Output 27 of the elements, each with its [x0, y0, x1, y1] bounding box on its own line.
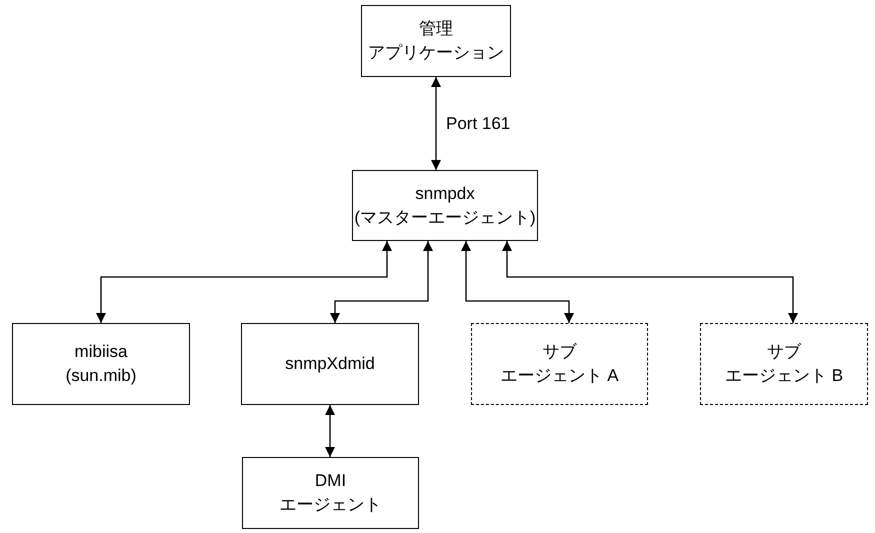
connector-arrow — [96, 241, 392, 323]
node-text: (sun.mib) — [66, 365, 136, 387]
process-box — [12, 323, 190, 405]
node-text: サブ — [542, 341, 576, 363]
connector-arrow — [325, 405, 335, 457]
process-box — [471, 323, 648, 405]
node-text: エージェント — [280, 494, 382, 516]
node-text: snmpXdmid — [285, 353, 375, 375]
process-box — [242, 457, 419, 529]
process-box — [700, 323, 868, 405]
node-text: 管理 — [419, 18, 453, 40]
process-box — [352, 170, 538, 241]
edge-label: Port 161 — [444, 114, 512, 132]
node-text: エージェント B — [724, 365, 844, 387]
connector-arrow — [431, 77, 441, 170]
node-text: サブ — [767, 341, 801, 363]
process-box — [241, 323, 419, 405]
node-text: (マスターエージェント) — [354, 206, 536, 228]
node-text: アプリケーション — [368, 42, 504, 64]
process-box — [361, 5, 511, 77]
node-text: DMI — [314, 470, 346, 492]
connector-arrow — [461, 241, 574, 323]
node-text: snmpdx — [415, 182, 475, 204]
connector-arrow — [502, 241, 798, 323]
node-text: エージェント A — [500, 365, 619, 387]
connector-arrow — [330, 241, 433, 323]
node-text: mibiisa — [74, 341, 128, 363]
